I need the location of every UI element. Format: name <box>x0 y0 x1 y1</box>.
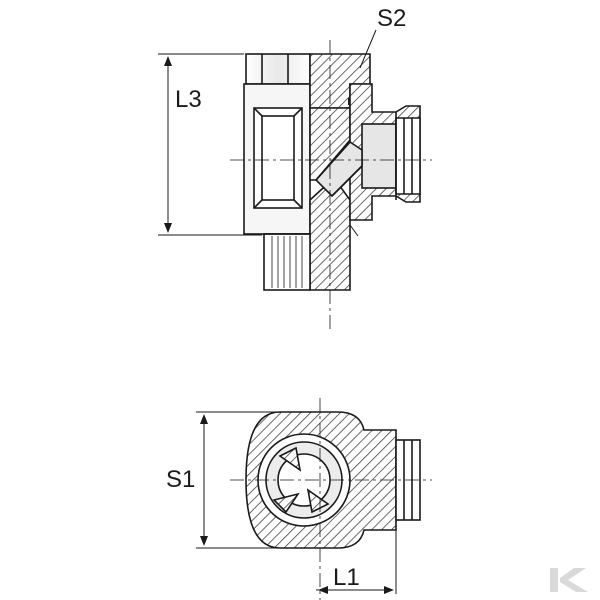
l3-dimension-line <box>158 53 262 236</box>
bore <box>314 140 363 198</box>
side-view <box>158 29 432 330</box>
s1-label: S1 <box>166 466 196 493</box>
side-branch <box>349 83 421 221</box>
l1-label: L1 <box>333 564 360 591</box>
brand-watermark-icon <box>550 568 588 592</box>
hex-nut <box>245 53 311 85</box>
l3-label: L3 <box>175 86 202 113</box>
s2-label: S2 <box>377 5 407 32</box>
plan-view <box>196 398 432 600</box>
centerlines <box>230 40 432 330</box>
s2-leader <box>359 29 377 69</box>
l1-dimension-line <box>316 520 397 594</box>
body-outer <box>243 83 311 235</box>
threaded-stem <box>263 224 359 291</box>
plan-centerlines <box>230 398 432 600</box>
